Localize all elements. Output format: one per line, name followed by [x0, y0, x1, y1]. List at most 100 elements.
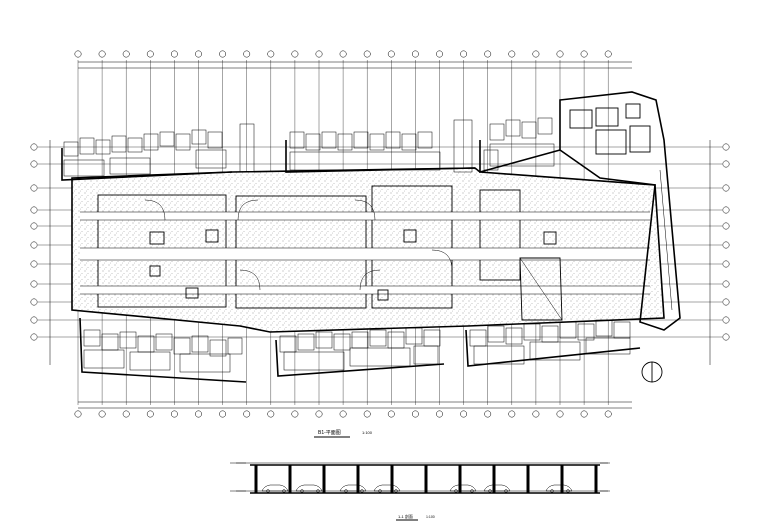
car-outline-icon — [295, 484, 323, 492]
car-outline-icon — [373, 484, 401, 492]
room-outline — [349, 347, 411, 367]
room-outline — [143, 133, 159, 151]
axis-bubble — [532, 50, 540, 58]
axis-bubble — [219, 410, 227, 418]
plan-title: B1-平面图 — [318, 430, 341, 436]
room-outline — [333, 333, 351, 351]
section-column — [424, 465, 428, 493]
axis-bubble — [195, 410, 202, 418]
room-outline — [559, 321, 577, 339]
room-outline — [321, 131, 337, 149]
axis-bubble — [170, 410, 178, 418]
axis-bubble — [460, 50, 468, 58]
axis-bubble — [30, 298, 38, 306]
axis-bubble — [363, 410, 371, 418]
axis-bubble — [722, 280, 730, 288]
axis-bubble — [484, 50, 492, 58]
axis-bubble — [387, 50, 395, 58]
room-outline — [109, 157, 151, 175]
axis-bubble — [363, 50, 371, 58]
axis-bubble — [411, 410, 419, 418]
room-outline — [289, 151, 441, 171]
room-outline — [279, 335, 297, 353]
axis-bubble — [508, 50, 516, 58]
car-outline-icon — [261, 484, 289, 492]
section-column — [322, 465, 326, 493]
room-outline — [369, 329, 387, 347]
room-outline — [79, 137, 95, 155]
room-outline — [289, 131, 305, 149]
room-outline — [523, 323, 541, 341]
axis-bubble — [74, 50, 82, 58]
axis-bubble — [722, 333, 730, 341]
axis-bubble — [30, 241, 38, 249]
room-outline — [63, 141, 79, 157]
section-column — [560, 465, 564, 493]
axis-bubble — [30, 316, 38, 324]
axis-bubble — [122, 50, 130, 58]
room-outline — [101, 333, 119, 351]
section-column — [492, 465, 496, 493]
axis-bubble — [722, 222, 730, 230]
room-outline — [473, 345, 525, 365]
axis-bubble — [146, 50, 154, 58]
room-outline — [337, 133, 353, 151]
room-outline — [127, 137, 143, 153]
axis-bubble — [556, 50, 564, 58]
room-outline — [401, 133, 417, 151]
room-outline — [595, 319, 613, 337]
axis-bubble — [98, 50, 106, 58]
room-outline — [489, 123, 505, 141]
section-column — [594, 465, 598, 493]
axis-bubble — [195, 50, 202, 58]
axis-bubble — [339, 50, 347, 58]
axis-bubble — [243, 50, 251, 58]
room-outline — [351, 331, 369, 349]
room-outline — [155, 333, 173, 351]
room-outline — [207, 131, 223, 149]
axis-bubble — [219, 50, 227, 58]
dimension-lines — [49, 61, 711, 409]
room-outline — [159, 131, 175, 147]
room-outline — [369, 133, 385, 151]
level-marker-left — [236, 462, 246, 492]
axis-bubbles-top — [74, 50, 612, 58]
room-outline — [505, 119, 521, 137]
room-outline — [405, 327, 423, 345]
room-outline — [175, 133, 191, 151]
axis-bubble — [122, 410, 130, 418]
room-outline — [453, 119, 473, 173]
axis-bubble — [315, 50, 323, 58]
level-marker-right — [600, 462, 610, 492]
residential-blocks-top — [61, 117, 561, 181]
axis-bubble — [460, 410, 468, 418]
axis-bubble — [532, 410, 540, 418]
room-outline — [505, 327, 523, 345]
east-wing — [559, 91, 681, 331]
axis-bubble — [339, 410, 347, 418]
room-outline — [469, 329, 487, 347]
axis-bubble — [722, 316, 730, 324]
room-outline — [239, 123, 255, 173]
room-outline — [95, 139, 111, 155]
room-outline — [315, 331, 333, 349]
room-outline — [385, 131, 401, 149]
room-outline — [111, 135, 127, 153]
car-outline-icon — [339, 484, 367, 492]
room-outline — [297, 333, 315, 351]
residential-blocks-bottom — [79, 317, 641, 383]
axis-bubble — [556, 410, 564, 418]
axis-bubble — [30, 333, 38, 341]
plan-scale: 1:100 — [362, 430, 373, 435]
section-column — [254, 465, 258, 493]
axis-bubble — [170, 50, 178, 58]
section-column — [356, 465, 360, 493]
room-outline — [585, 337, 631, 355]
room-outline — [423, 329, 441, 347]
section-column — [458, 465, 462, 493]
room-outline — [521, 121, 537, 139]
axis-bubble — [146, 410, 154, 418]
section-column — [288, 465, 292, 493]
axis-bubble — [436, 410, 443, 418]
